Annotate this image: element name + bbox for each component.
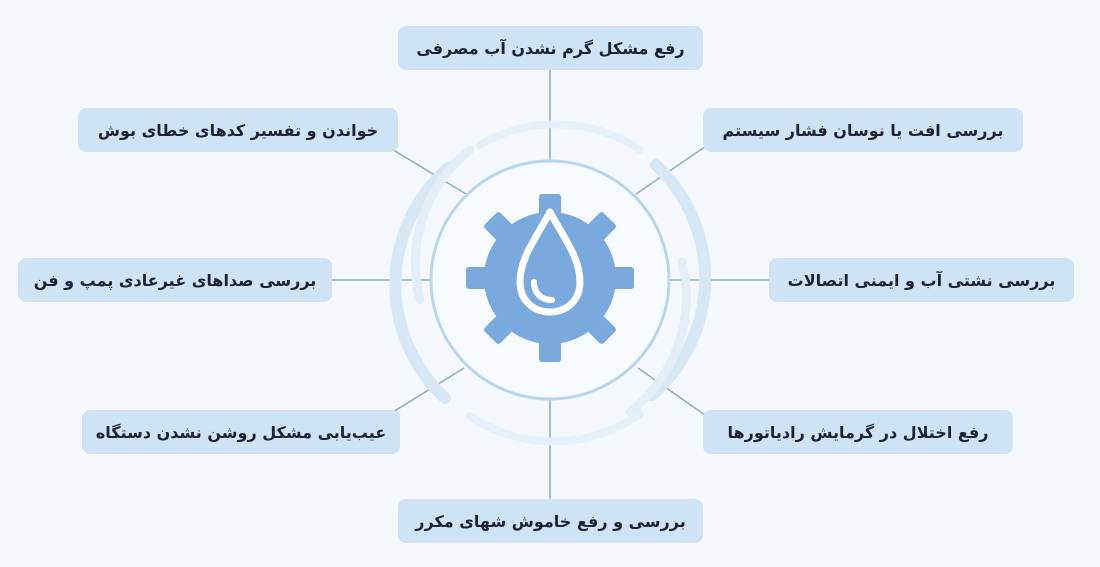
item-card-middle-right: بررسی نشتی آب و ایمنی اتصالات — [769, 258, 1074, 302]
item-card-upper-right: بررسی افت یا نوسان فشار سیستم — [703, 108, 1023, 152]
item-card-middle-left: بررسی صداهای غیرعادی پمپ و فن — [18, 258, 332, 302]
item-card-upper-left: خواندن و تفسیر کدهای خطای بوش — [78, 108, 398, 152]
gear-water-drop-icon — [466, 194, 634, 362]
item-card-top: رفع مشکل گرم نشدن آب مصرفی — [398, 26, 703, 70]
item-label-lower-left: عیب‌یابی مشکل روشن نشدن دستگاه — [95, 422, 387, 442]
connector-lower-right — [637, 367, 713, 421]
item-label-lower-right: رفع اختلال در گرمایش رادیاتورها — [727, 422, 989, 442]
swirl-rings — [389, 120, 712, 446]
item-label-middle-left: بررسی صداهای غیرعادی پمپ و فن — [33, 270, 317, 290]
item-label-top: رفع مشکل گرم نشدن آب مصرفی — [416, 38, 685, 58]
item-label-upper-left: خواندن و تفسیر کدهای خطای بوش — [97, 120, 379, 140]
connector-upper-right — [635, 141, 713, 195]
item-card-lower-left: عیب‌یابی مشکل روشن نشدن دستگاه — [82, 410, 400, 454]
item-card-lower-right: رفع اختلال در گرمایش رادیاتورها — [703, 410, 1013, 454]
item-label-bottom: بررسی و رفع خاموش شهای مکرر — [415, 511, 686, 531]
item-label-middle-right: بررسی نشتی آب و ایمنی اتصالات — [787, 270, 1056, 290]
item-card-bottom: بررسی و رفع خاموش شهای مکرر — [398, 499, 703, 543]
item-label-upper-right: بررسی افت یا نوسان فشار سیستم — [722, 120, 1004, 140]
